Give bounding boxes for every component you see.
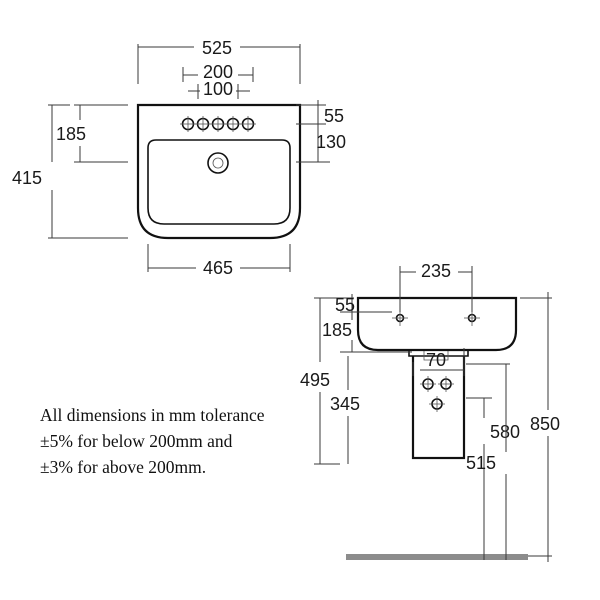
dim-185-top: 185 [56, 104, 128, 163]
tap-hole-1 [180, 116, 196, 132]
dim-515: 515 [466, 363, 510, 560]
dim-850: 850 [520, 292, 560, 562]
tap-hole-5 [240, 116, 256, 132]
pedestal-hole-2 [438, 376, 454, 392]
dim-label-185-side: 185 [322, 320, 352, 340]
tolerance-note-line-1: All dimensions in mm tolerance [40, 405, 265, 425]
dim-100: 100 [188, 79, 250, 99]
waste-outlet-inner [212, 157, 224, 169]
dim-185-side: 185 [322, 316, 412, 353]
dim-label-515: 515 [466, 453, 496, 473]
dim-580: 580 [466, 397, 520, 560]
dim-label-235: 235 [421, 261, 451, 281]
dim-70: 70 [412, 348, 465, 376]
side-view: 235 55 185 70 495 [300, 261, 560, 562]
bowl-outline [147, 139, 291, 225]
tap-hole-3 [210, 116, 226, 132]
fixing-hole-left [392, 310, 408, 326]
dim-235: 235 [399, 261, 473, 312]
dim-465: 465 [147, 244, 291, 278]
dim-200: 200 [182, 62, 254, 82]
dim-130: 130 [296, 130, 346, 163]
fixing-hole-right [464, 310, 480, 326]
tolerance-note-line-3: ±3% for above 200mm. [40, 457, 207, 477]
tolerance-note-line-2: ±5% for below 200mm and [40, 431, 233, 451]
dim-label-55-side: 55 [335, 295, 355, 315]
dim-label-100: 100 [203, 79, 233, 99]
dim-label-415: 415 [12, 168, 42, 188]
dim-415: 415 [12, 104, 128, 239]
dim-label-580: 580 [490, 422, 520, 442]
dim-495: 495 [300, 297, 340, 465]
waste-trap [423, 348, 449, 361]
top-view: 525 200 100 55 130 [12, 38, 346, 278]
dim-525: 525 [137, 38, 301, 84]
pedestal-hole-1 [420, 376, 436, 392]
waste-outlet [207, 152, 229, 174]
pedestal-holes [420, 376, 454, 412]
tap-hole-2 [195, 116, 211, 132]
tap-hole-4 [225, 116, 241, 132]
tolerance-note: All dimensions in mm tolerance ±5% for b… [40, 402, 310, 480]
basin-side-outline [356, 296, 518, 352]
tap-holes [180, 116, 256, 132]
dim-label-70: 70 [426, 350, 446, 370]
pedestal-hole-3 [429, 396, 445, 412]
dim-55-top: 55 [296, 100, 344, 130]
dim-345: 345 [330, 356, 360, 464]
floor [346, 554, 528, 560]
dim-label-130: 130 [316, 132, 346, 152]
dim-label-200: 200 [203, 62, 233, 82]
dim-label-345: 345 [330, 394, 360, 414]
dim-label-850: 850 [530, 414, 560, 434]
dim-label-55-top: 55 [324, 106, 344, 126]
dim-label-185-top: 185 [56, 124, 86, 144]
dim-label-525: 525 [202, 38, 232, 58]
dim-label-465: 465 [203, 258, 233, 278]
dim-label-495: 495 [300, 370, 330, 390]
